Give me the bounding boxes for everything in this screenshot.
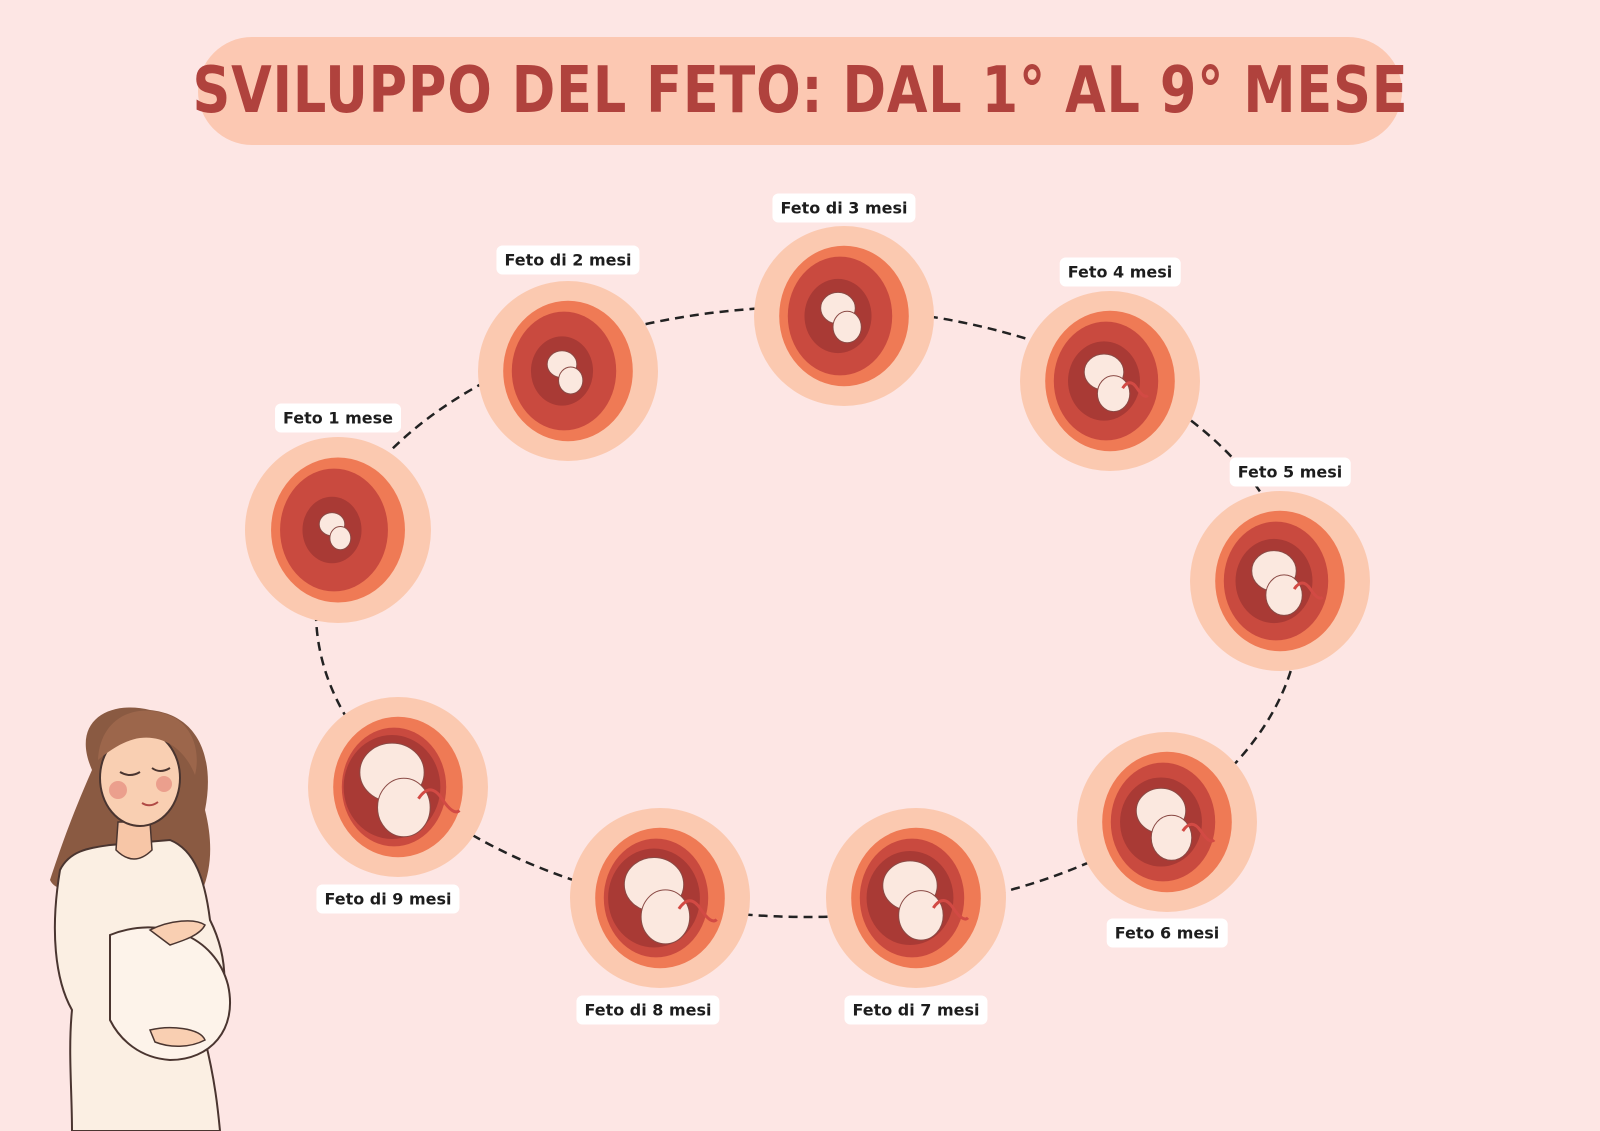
stage-nodes — [245, 226, 1370, 988]
stage-node-month-3 — [754, 226, 934, 406]
umbilical-cord — [1121, 381, 1149, 398]
stage-label-month-5: Feto 5 mesi — [1229, 457, 1351, 487]
stage-node-month-1 — [245, 437, 431, 623]
stage-label-month-9: Feto di 9 mesi — [316, 884, 460, 914]
fetus-body — [377, 777, 431, 838]
umbilical-cord — [932, 899, 970, 921]
stage-node-month-6 — [1077, 732, 1257, 912]
stage-node-month-8 — [570, 808, 750, 988]
fetus-body — [1150, 814, 1193, 861]
umbilical-cord — [1292, 581, 1324, 600]
stage-label-month-8: Feto di 8 mesi — [576, 995, 720, 1025]
stage-label-month-6: Feto 6 mesi — [1106, 918, 1228, 948]
stage-node-month-9 — [308, 697, 488, 877]
fetus-body — [558, 366, 584, 395]
fetus-body — [329, 526, 352, 551]
stage-label-month-3: Feto di 3 mesi — [772, 193, 916, 223]
stage-label-month-2: Feto di 2 mesi — [496, 245, 640, 275]
stage-node-month-7 — [826, 808, 1006, 988]
title-banner: SVILUPPO DEL FETO: DAL 1° AL 9° MESE — [192, 37, 1407, 145]
page-title: SVILUPPO DEL FETO: DAL 1° AL 9° MESE — [192, 54, 1408, 128]
fetus-body — [1265, 574, 1303, 616]
stage-label-month-1: Feto 1 mese — [275, 403, 401, 433]
umbilical-cord — [417, 788, 461, 814]
fetus-body — [640, 889, 691, 945]
pregnant-woman-illustration — [50, 707, 231, 1131]
stage-node-month-2 — [478, 281, 658, 461]
stage-node-month-5 — [1190, 491, 1370, 671]
stage-label-month-4: Feto 4 mesi — [1059, 257, 1181, 287]
fetus-body — [832, 310, 862, 344]
fetus-body — [1096, 375, 1131, 413]
stage-node-month-4 — [1020, 291, 1200, 471]
stage-label-month-7: Feto di 7 mesi — [844, 995, 988, 1025]
umbilical-cord — [1181, 822, 1216, 843]
fetus-body — [898, 890, 944, 941]
umbilical-cord — [677, 899, 718, 923]
